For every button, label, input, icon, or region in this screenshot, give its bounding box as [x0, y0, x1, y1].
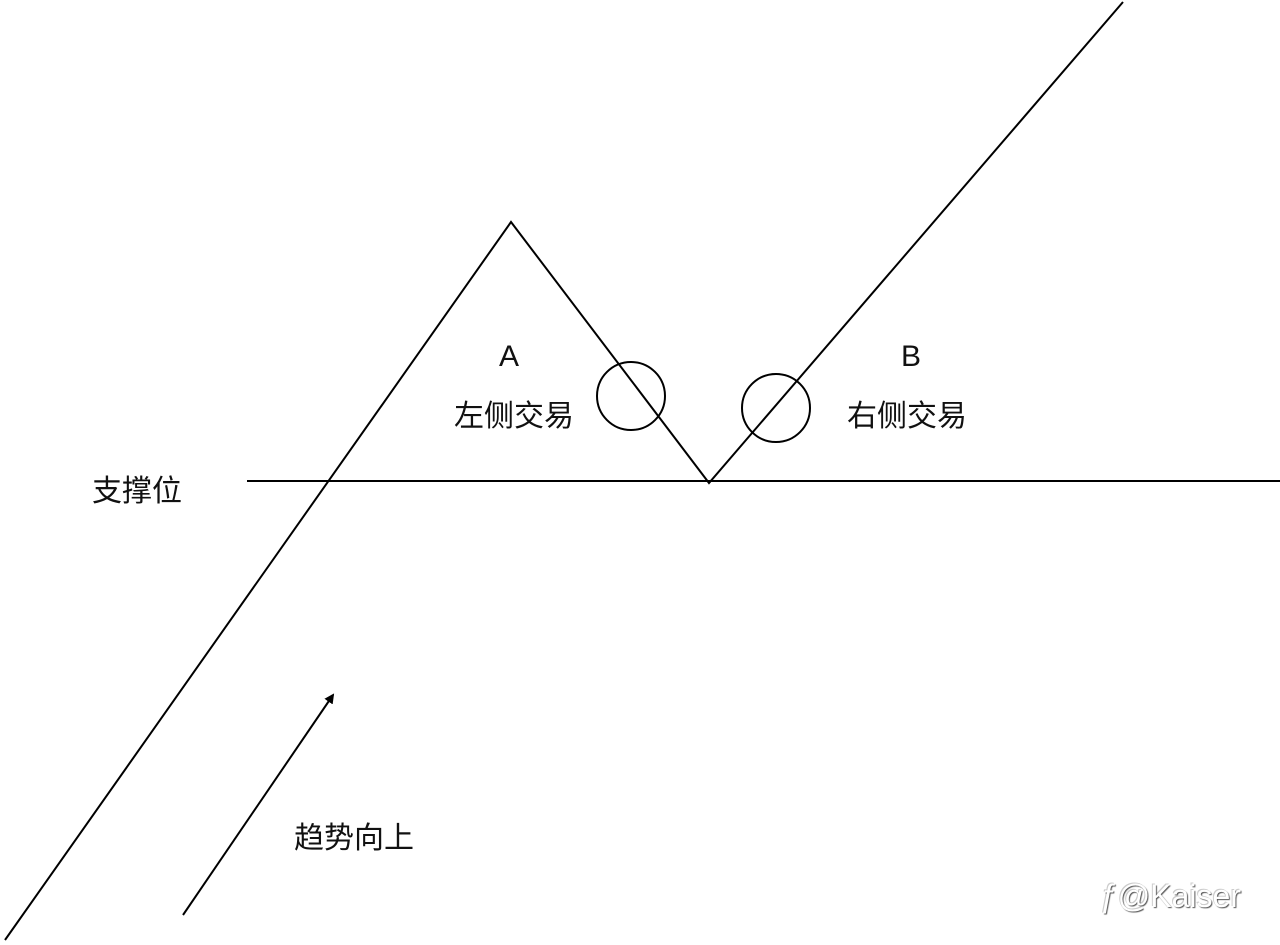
point-a-label: A [499, 340, 520, 373]
trend-arrow [182, 693, 335, 916]
price-path-line [4, 1, 1124, 941]
zhihu-logo-icon: ƒ [1100, 878, 1118, 914]
support-label: 支撑位 [92, 474, 182, 509]
watermark-text: @Kaiser [1117, 878, 1241, 914]
trend-up-label: 趋势向上 [294, 821, 414, 856]
right-trade-circle [741, 373, 811, 443]
point-b-label: B [901, 340, 922, 373]
right-trade-label: 右侧交易 [847, 399, 967, 434]
left-trade-label: 左侧交易 [454, 399, 574, 434]
watermark: ƒ@Kaiser [1100, 878, 1241, 915]
left-trade-circle [596, 361, 666, 431]
